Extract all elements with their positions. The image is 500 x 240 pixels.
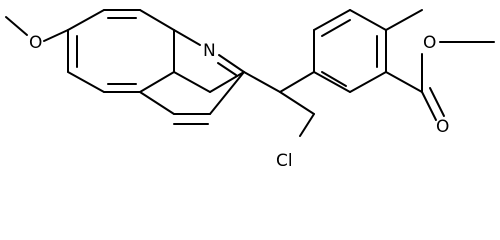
- bond-n-c2: [218, 54, 245, 73]
- bond: [67, 9, 105, 31]
- methoxy-group: [5, 16, 69, 42]
- bond-ring-carbonyl: [385, 71, 423, 93]
- bond-carbonyl-double-inner: [429, 87, 445, 117]
- bond: [209, 71, 245, 115]
- bond: [313, 9, 351, 31]
- bond-biaryl: [243, 71, 281, 93]
- bond-c-cl: [299, 113, 315, 137]
- bond-ring-c-cl: [279, 91, 315, 115]
- chlorine-label: Cl: [276, 151, 293, 171]
- ester-carbonyl-oxygen-label: O: [436, 117, 449, 137]
- bond-methyl-o: [5, 16, 28, 36]
- bond: [67, 71, 105, 93]
- bond-c-n: [173, 29, 201, 46]
- bond-o-carbon: [385, 9, 423, 31]
- double-bond-inner: [321, 71, 347, 87]
- bond: [349, 71, 387, 93]
- bond: [173, 71, 211, 93]
- ester-ether-oxygen-label: O: [423, 33, 436, 53]
- bond: [313, 71, 351, 93]
- benzoate-ring: [279, 9, 387, 93]
- bond: [139, 91, 175, 115]
- bond: [209, 71, 245, 93]
- quinoline-nitrogen-label: N: [203, 41, 216, 61]
- double-bond-inner: [321, 19, 351, 37]
- methyl-ester-group: [385, 9, 495, 121]
- double-bond-inner: [217, 62, 237, 76]
- bond: [139, 71, 175, 93]
- methoxy-oxygen-label: O: [29, 33, 42, 53]
- bond: [349, 9, 387, 31]
- quinoline-pyridine-ring: [139, 29, 245, 125]
- molecule-structure: O N O O Cl: [5, 9, 495, 171]
- bond: [279, 71, 315, 93]
- bond: [139, 9, 175, 31]
- bond-o-aryl: [43, 29, 69, 42]
- quinoline-benzo-ring: [67, 9, 175, 93]
- bond-carbonyl-double: [421, 91, 437, 121]
